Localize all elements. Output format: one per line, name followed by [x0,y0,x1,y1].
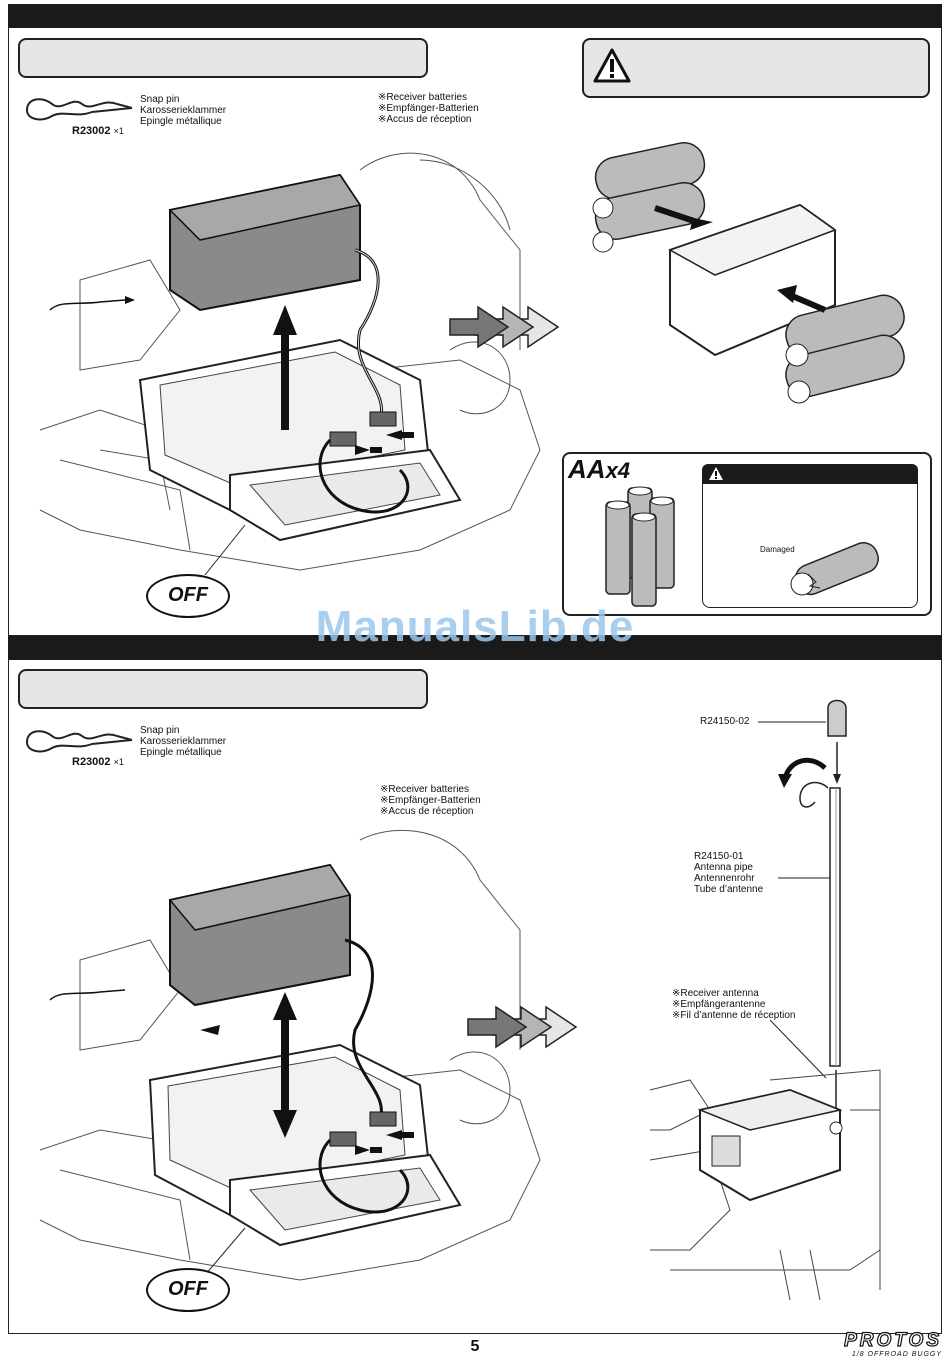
antenna-pipe-label: R24150-01 Antenna pipe Antennenrohr Tube… [694,851,764,895]
receiver-batteries-label-top: ※Receiver batteries ※Empfänger-Batterien… [378,92,479,125]
warning-icon [593,48,631,83]
snap-pin-part-bottom: R23002 ×1 [72,756,124,768]
receiver-antenna-label: ※Receiver antenna ※Empfängerantenne ※Fil… [672,988,796,1021]
next-step-arrows-bottom [467,1005,578,1049]
watermark: ManualsLib.de [315,602,635,651]
caution-title-box [582,38,930,98]
step-title-box-top [18,38,428,78]
snap-pin-label-bottom: Snap pin Karosserieklammer Epingle métal… [140,725,227,758]
damaged-label: Damaged [760,545,795,554]
brand-logo: PROTOS 1/8 OFFROAD BUGGY [844,1330,942,1358]
snap-pin-icon [26,98,133,121]
off-switch-label-top: OFF [146,574,230,618]
snap-pin-label-top: Snap pin Karosserieklammer Epingle métal… [140,94,227,127]
battery-install-illustration-bottom [39,829,541,1281]
antenna-cap-part-label: R24150-02 [700,716,750,727]
header-bar [8,4,942,28]
damaged-battery-icon [790,542,879,596]
battery-spec-label: AAx4 [568,454,631,484]
receiver-batteries-label-bottom: ※Receiver batteries ※Empfänger-Batterien… [380,784,481,817]
battery-install-illustration-top [39,152,541,576]
step-title-box-bottom [18,669,428,709]
damaged-panel-header [702,464,918,484]
warning-small-icon [709,467,723,480]
section-divider-bar [8,636,942,660]
off-switch-label-bottom: OFF [146,1268,230,1312]
snap-pin-part-top: R23002 ×1 [72,125,124,137]
page-number: 5 [470,1338,480,1355]
antenna-illustration [649,699,881,1301]
next-step-arrows-top [449,305,560,349]
battery-insertion-illustration [592,141,905,404]
aa-batteries-icon [605,486,675,607]
snap-pin-icon-bottom [26,730,133,753]
battery-spec-panel [562,452,932,616]
